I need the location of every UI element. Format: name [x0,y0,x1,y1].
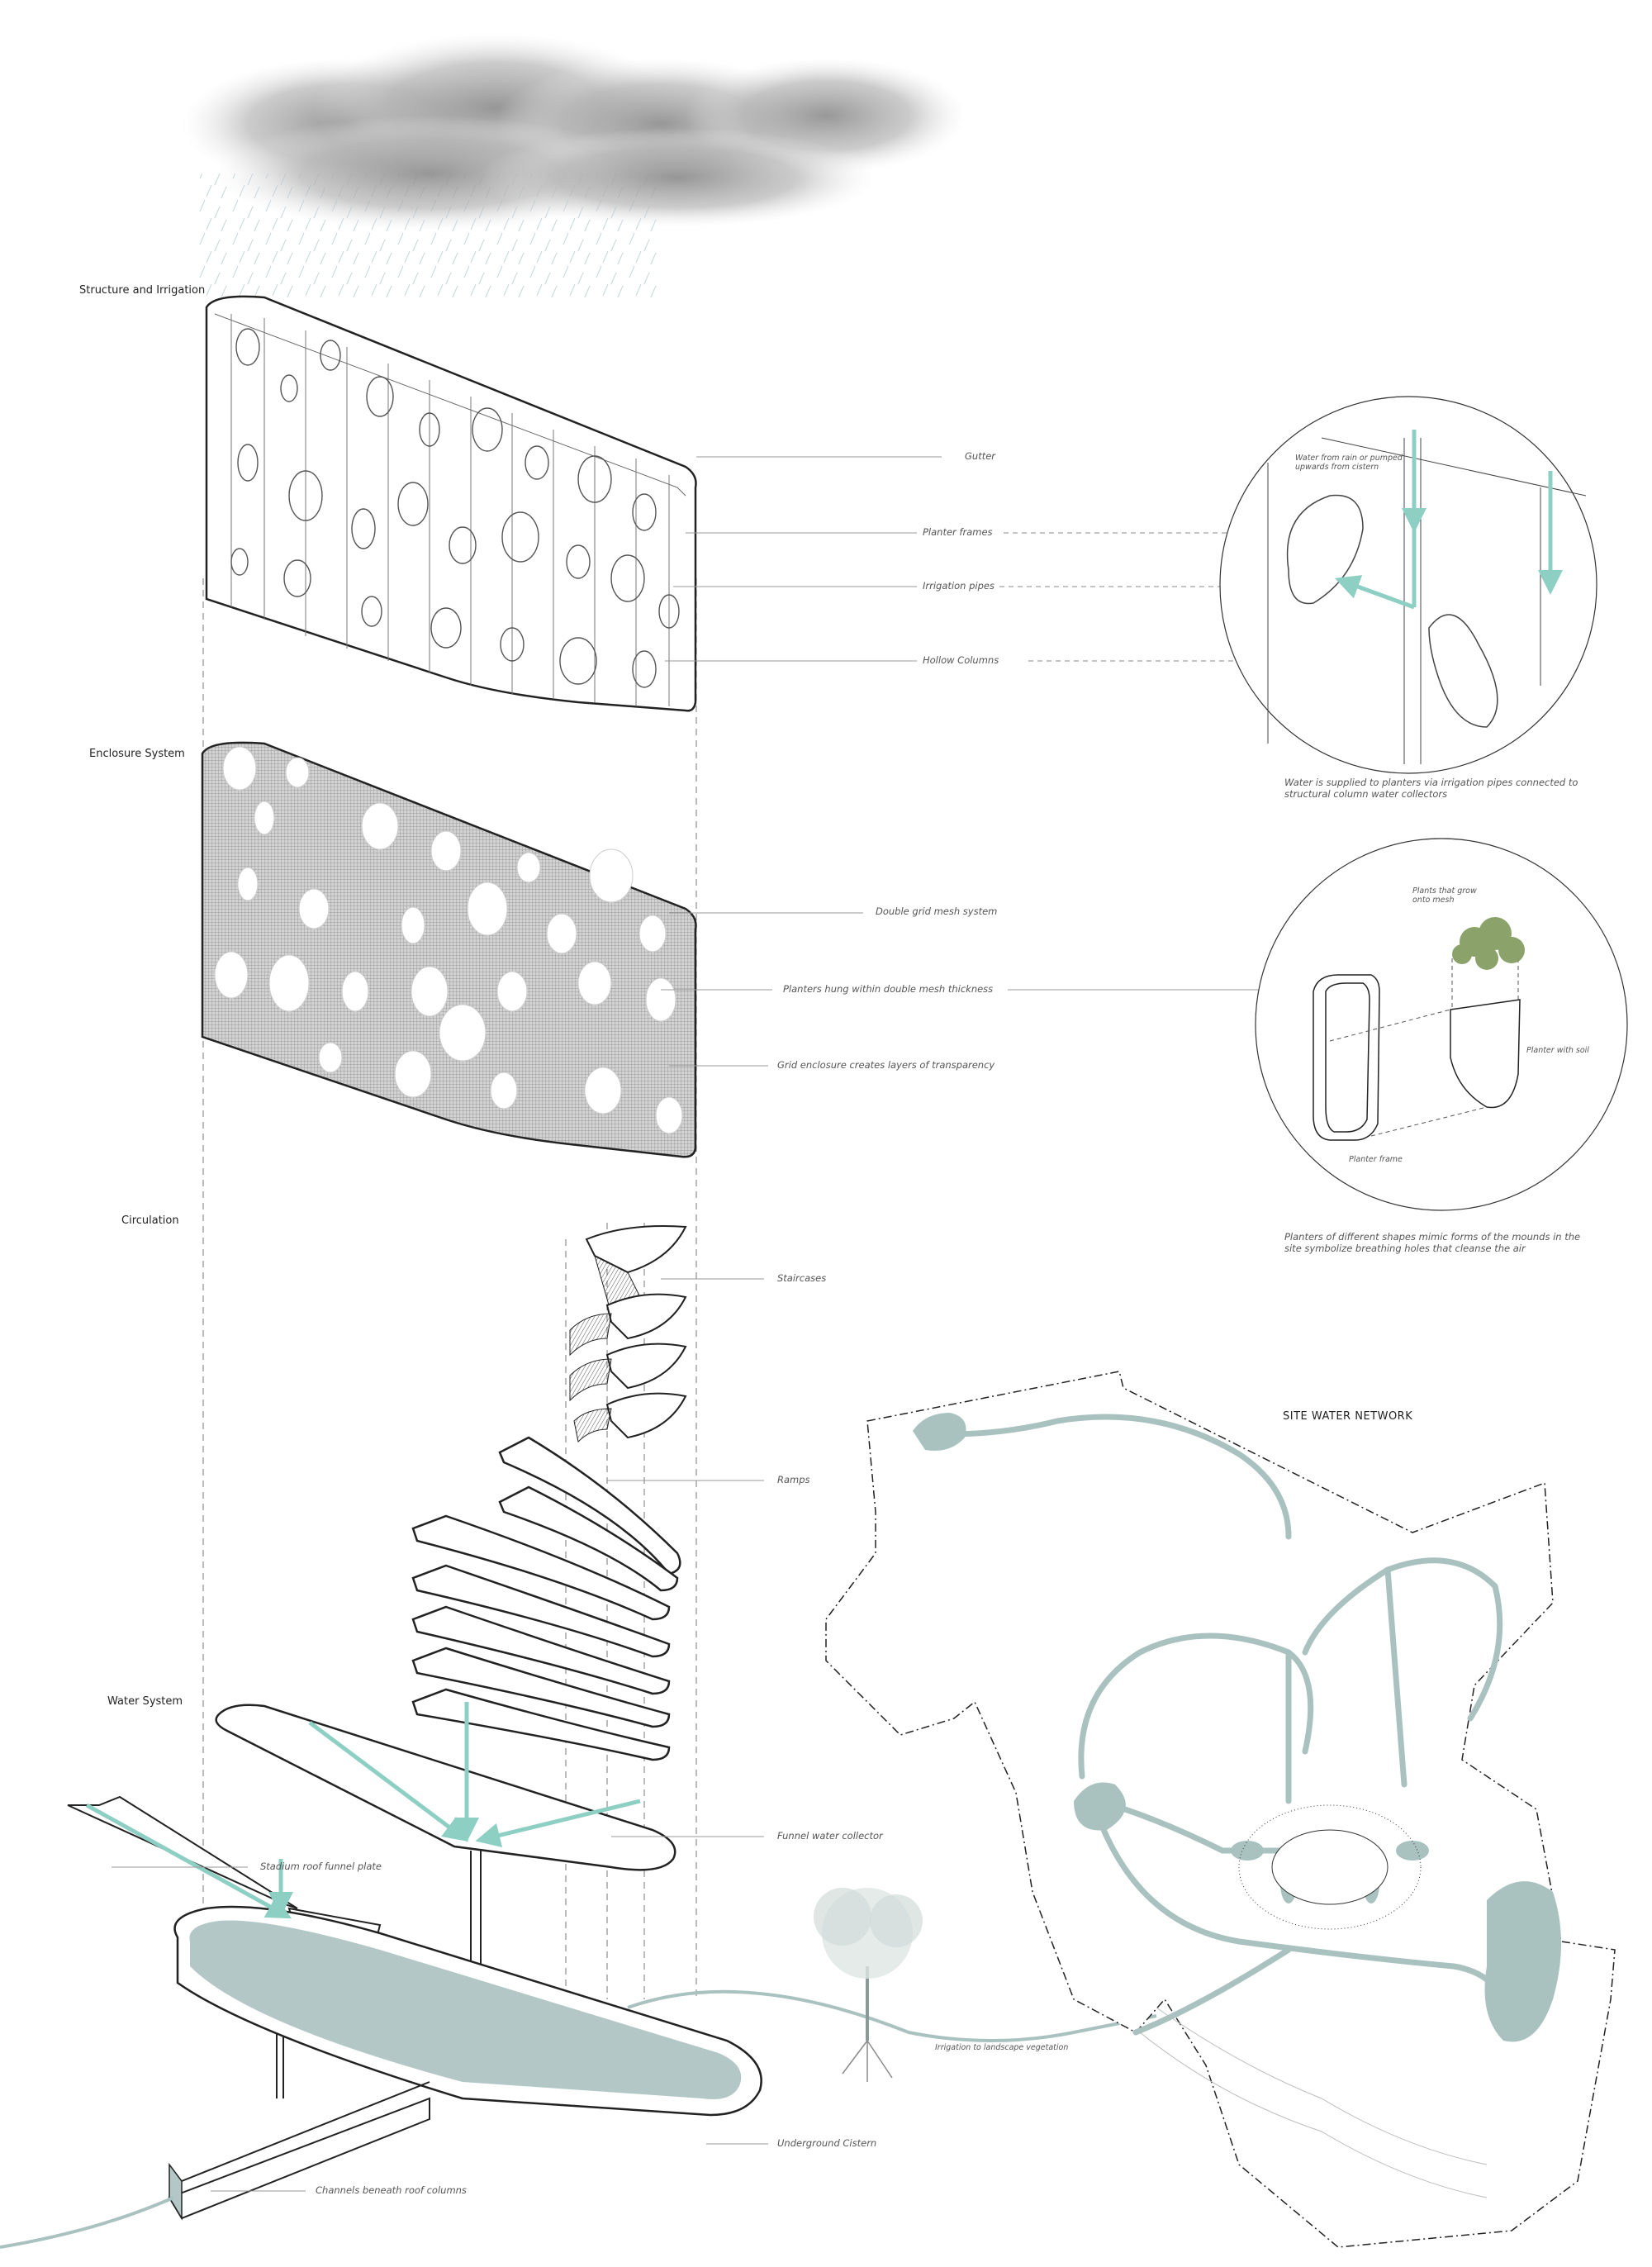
callout-planter-frames: Planter frames [923,526,993,538]
site-map-title: SITE WATER NETWORK [1283,1410,1413,1423]
callout-funnel-water-collector: Funnel water collector [777,1830,883,1842]
enclosure-mesh-drawing [201,741,697,1158]
section-title-circulation: Circulation [121,1214,179,1227]
foliage-icon [1452,917,1525,970]
callout-gutter: Gutter [965,450,996,462]
callout-stadium-roof-funnel-plate: Stadium roof funnel plate [260,1861,382,1872]
callout-leader-lines [112,456,942,2192]
label-irrigation-landscape: Irrigation to landscape vegetation [935,2043,1069,2052]
site-water-network-map [825,1371,1616,2248]
detail-note-water-source: Water from rain or pumped upwards from c… [1295,454,1403,472]
ramps-drawing [411,1436,681,1761]
staircases-drawing [569,1225,687,1443]
label-planter-frame: Planter frame [1349,1155,1403,1164]
callout-irrigation-pipes: Irrigation pipes [923,580,995,592]
callout-double-grid-mesh: Double grid mesh system [876,905,998,917]
callout-grid-transparency: Grid enclosure creates layers of transpa… [777,1059,995,1071]
planter-detail-circle [1255,838,1628,1211]
label-planter-with-soil: Planter with soil [1526,1046,1589,1055]
caption-planter-detail: Planters of different shapes mimic forms… [1284,1231,1581,1254]
water-system-drawing [0,1702,1157,2249]
tree-illustration [814,1888,923,2082]
callout-planters-hung: Planters hung within double mesh thickne… [783,983,994,995]
callout-hollow-columns: Hollow Columns [923,654,999,666]
rain-cloud-illustration [182,33,966,297]
irrigation-detail-circle [1219,396,1597,774]
callout-underground-cistern: Underground Cistern [777,2137,877,2149]
label-plants-onto-mesh: Plants that grow onto mesh [1412,886,1477,905]
caption-irrigation-detail: Water is supplied to planters via irriga… [1284,777,1578,800]
section-title-water: Water System [107,1695,183,1708]
callout-channels-beneath-columns: Channels beneath roof columns [316,2184,467,2196]
section-title-enclosure: Enclosure System [89,748,185,760]
structure-frame-drawing [205,295,697,712]
section-title-structure: Structure and Irrigation [79,284,206,297]
callout-staircases: Staircases [777,1272,827,1284]
callout-ramps: Ramps [777,1474,810,1485]
